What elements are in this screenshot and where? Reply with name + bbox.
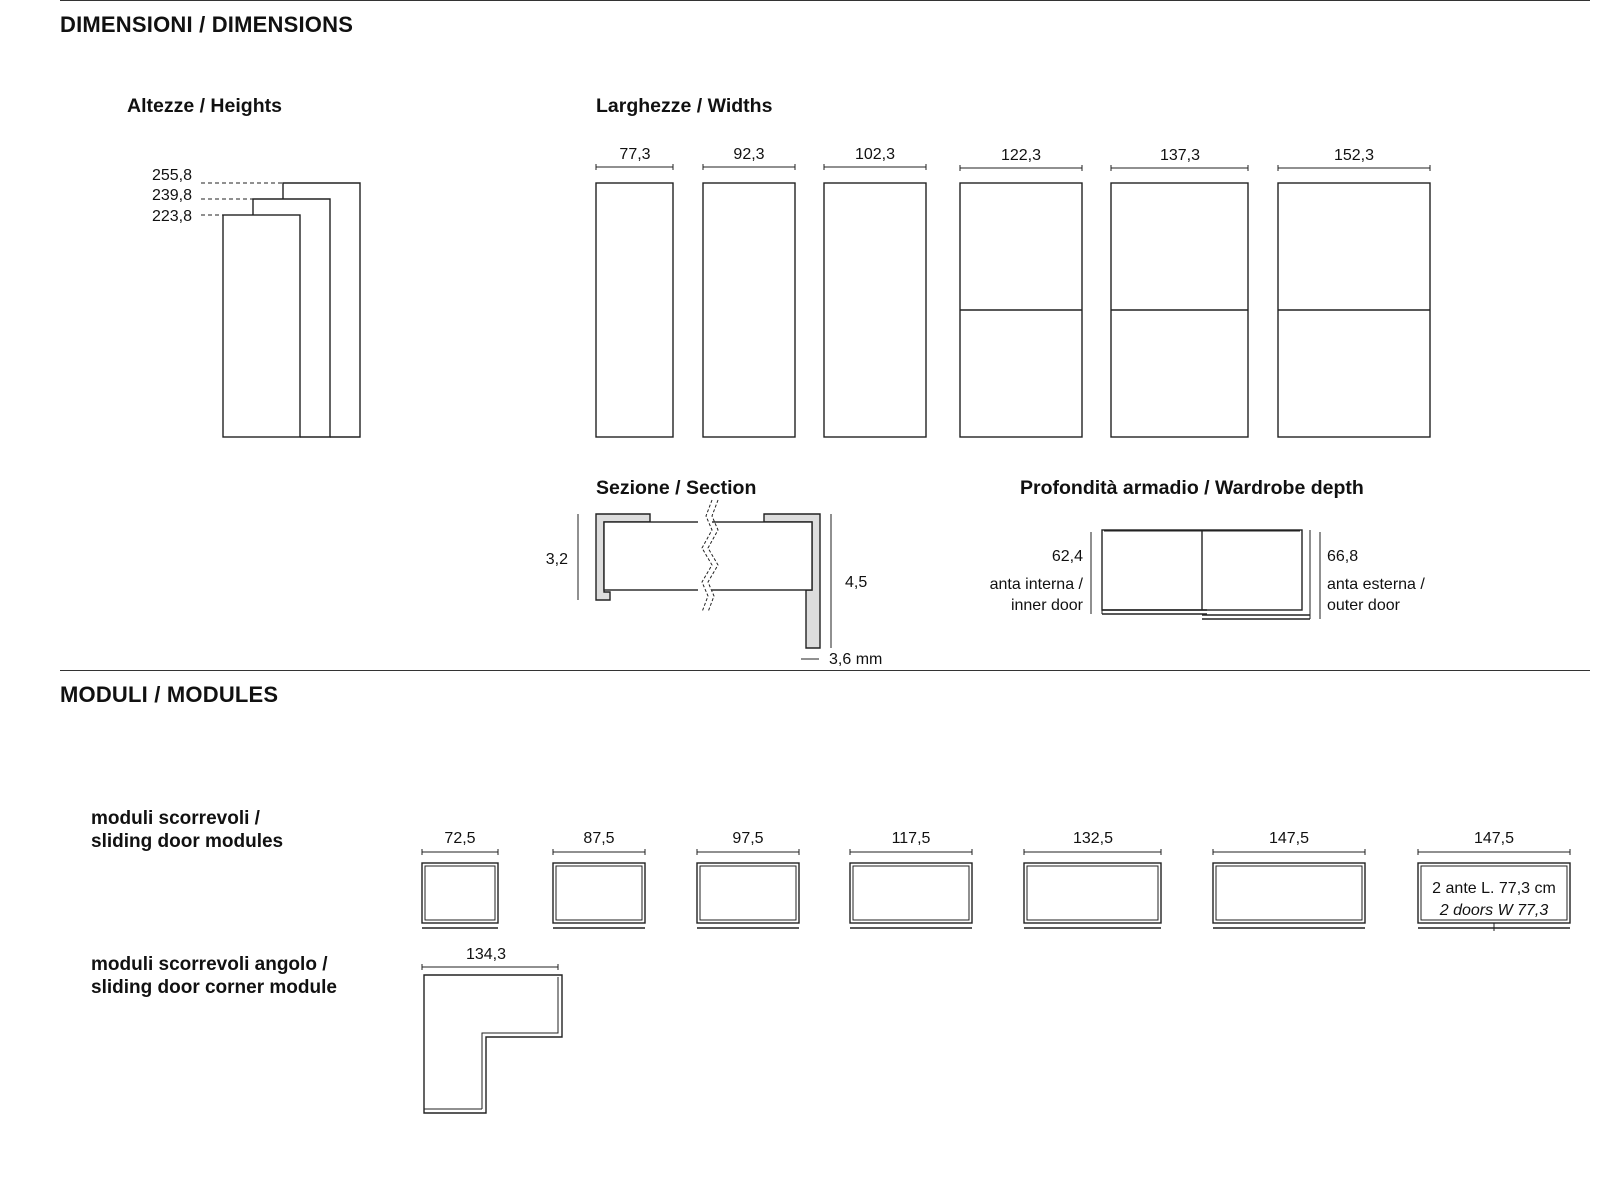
modules-divider-rule [60, 670, 1590, 671]
module-width-6: 147,5 [1269, 830, 1309, 847]
section-right-height: 4,5 [845, 574, 867, 591]
top-rule [60, 0, 1590, 1]
height-value-3: 223,8 [152, 208, 192, 225]
height-value-1: 255,8 [152, 167, 192, 184]
corner-module-width: 134,3 [466, 946, 506, 963]
inner-door-label-line2: inner door [1011, 597, 1084, 614]
module-width-2: 87,5 [583, 830, 614, 847]
sliding-modules-label-line2: sliding door modules [91, 831, 284, 852]
widths-diagram [595, 164, 1431, 438]
module-width-1: 72,5 [444, 830, 475, 847]
two-doors-note-it: 2 ante L. 77,3 cm [1432, 880, 1556, 897]
wardrobe-depth-diagram [1090, 529, 1321, 620]
section-left-height: 3,2 [546, 551, 568, 568]
module-width-4: 117,5 [892, 830, 931, 847]
corner-module-diagram [421, 964, 563, 1114]
module-width-7: 147,5 [1474, 830, 1514, 847]
outer-door-depth: 66,8 [1327, 548, 1358, 565]
width-value-1: 77,3 [619, 146, 650, 163]
corner-module-label-line2: sliding door corner module [91, 977, 337, 998]
dimensions-section-title: DIMENSIONI / DIMENSIONS [60, 12, 354, 37]
width-value-3: 102,3 [855, 146, 895, 163]
heights-title: Altezze / Heights [127, 95, 282, 117]
width-value-4: 122,3 [1001, 147, 1041, 164]
sliding-modules-label-line1: moduli scorrevoli / [91, 808, 260, 829]
modules-section-title: MODULI / MODULES [60, 682, 279, 707]
outer-door-label-line2: outer door [1327, 597, 1401, 614]
section-thickness: 3,6 mm [829, 651, 882, 668]
section-title: Sezione / Section [596, 477, 757, 499]
module-width-3: 97,5 [732, 830, 763, 847]
outer-door-label-line1: anta esterna / [1327, 576, 1425, 593]
inner-door-depth: 62,4 [1052, 548, 1083, 565]
height-value-2: 239,8 [152, 187, 192, 204]
width-value-6: 152,3 [1334, 147, 1374, 164]
corner-module-label-line1: moduli scorrevoli angolo / [91, 954, 328, 975]
width-value-5: 137,3 [1160, 147, 1200, 164]
inner-door-label-line1: anta interna / [990, 576, 1084, 593]
heights-diagram [201, 182, 361, 438]
two-doors-note-en: 2 doors W 77,3 [1439, 902, 1549, 919]
width-value-2: 92,3 [733, 146, 764, 163]
section-diagram [577, 499, 832, 660]
sliding-modules-diagram [421, 849, 1571, 931]
module-width-5: 132,5 [1073, 830, 1113, 847]
widths-title: Larghezze / Widths [596, 95, 773, 117]
wardrobe-depth-title: Profondità armadio / Wardrobe depth [1020, 477, 1364, 499]
